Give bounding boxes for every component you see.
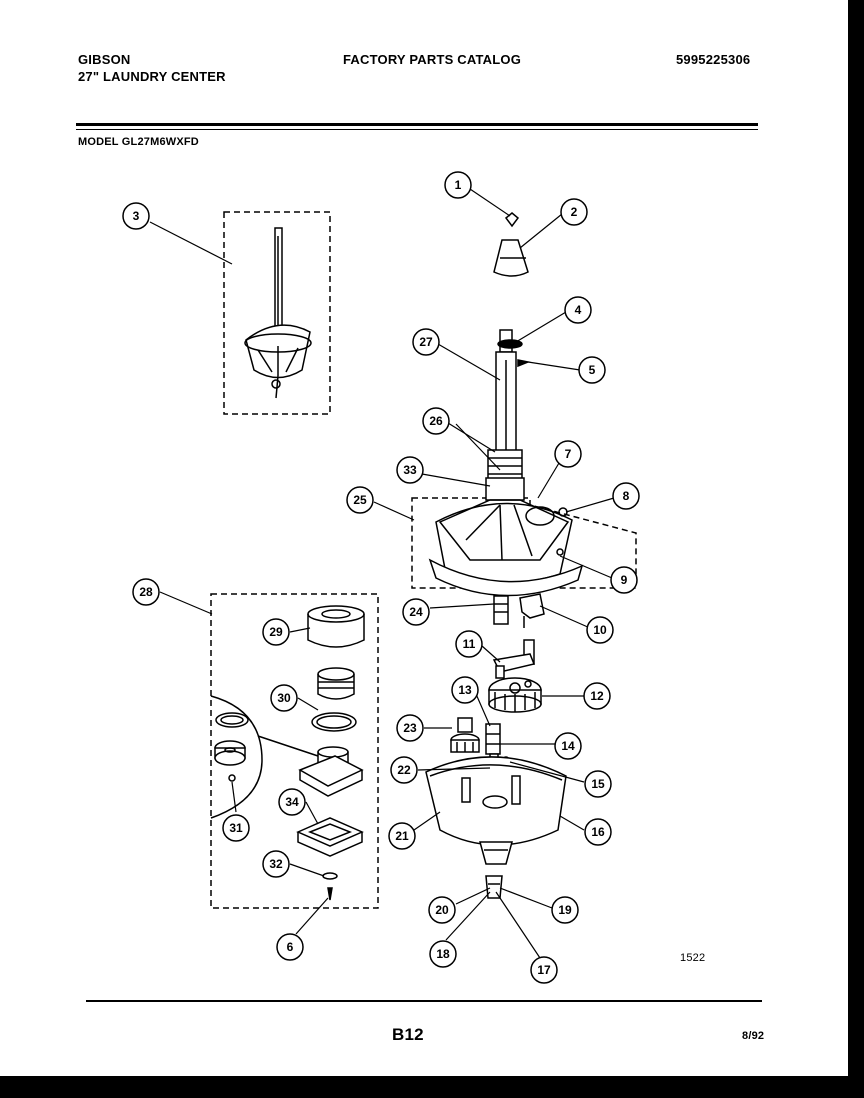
brand-name: GIBSON — [78, 52, 131, 67]
assembly-3-box — [223, 211, 331, 415]
date-code: 8/92 — [742, 1030, 765, 1042]
callout-32: 32 — [269, 857, 283, 871]
part-11-drawing — [492, 639, 536, 679]
callout-34: 34 — [285, 795, 299, 809]
header-rule-thick — [76, 123, 758, 126]
callout-4: 4 — [575, 303, 582, 317]
callout-20: 20 — [435, 903, 449, 917]
callout-23: 23 — [403, 721, 417, 735]
callout-16: 16 — [591, 825, 605, 839]
part-24-drawing — [493, 595, 509, 625]
callout-22: 22 — [397, 763, 411, 777]
assembly-25-box — [411, 497, 637, 589]
callout-26: 26 — [429, 414, 443, 428]
part-1-drawing — [504, 212, 520, 228]
callout-8: 8 — [623, 489, 630, 503]
detail-circle — [210, 695, 263, 819]
callout-14: 14 — [561, 739, 575, 753]
callout-18: 18 — [436, 947, 450, 961]
leader-lines — [149, 188, 615, 959]
catalog-number: 5995225306 — [676, 52, 751, 67]
figure-number: 1522 — [680, 952, 706, 964]
gearcase-drawing — [425, 756, 567, 865]
catalog-title: FACTORY PARTS CATALOG — [343, 52, 522, 67]
callout-circles — [122, 171, 640, 984]
part-23-drawing — [450, 717, 480, 753]
callout-27: 27 — [419, 335, 433, 349]
footer-rule — [86, 1000, 762, 1002]
callout-11: 11 — [463, 637, 476, 651]
callout-28: 28 — [139, 585, 153, 599]
callout-1: 1 — [455, 178, 462, 192]
assembly-28-box — [210, 593, 379, 909]
part-17-drawing — [485, 875, 503, 899]
part-34-drawing — [296, 817, 364, 857]
part-3-drawing — [244, 227, 312, 399]
product-name: 27" LAUNDRY CENTER — [78, 69, 226, 84]
callout-33: 33 — [403, 463, 417, 477]
callout-31: 31 — [229, 821, 243, 835]
transmission-cover-drawing — [428, 499, 584, 597]
callout-3: 3 — [133, 209, 140, 223]
callout-6: 6 — [287, 940, 294, 954]
callout-10: 10 — [593, 623, 607, 637]
callout-30: 30 — [277, 691, 291, 705]
callout-19: 19 — [558, 903, 572, 917]
callout-13: 13 — [458, 683, 472, 697]
callout-24: 24 — [409, 605, 423, 619]
callout-29: 29 — [269, 625, 283, 639]
page-number: B12 — [392, 1025, 424, 1044]
agitator-shaft-drawing — [485, 329, 531, 501]
part-29-drawing — [307, 605, 365, 648]
part-12-drawing — [488, 677, 542, 713]
bearing-drawing — [214, 740, 246, 766]
part-6-drawing — [327, 887, 333, 901]
part-32-drawing — [322, 872, 338, 880]
callout-labels: 1 2 3 4 5 6 7 8 9 10 11 12 13 14 15 16 1… — [133, 178, 630, 977]
callout-5: 5 — [589, 363, 596, 377]
part-10-drawing — [519, 593, 545, 619]
parts-catalog-page: GIBSON 27" LAUNDRY CENTER FACTORY PARTS … — [0, 0, 848, 1076]
model-number: MODEL GL27M6WXFD — [78, 136, 199, 148]
seal-assembly-drawing — [298, 746, 364, 797]
callout-9: 9 — [621, 573, 628, 587]
part-13-drawing — [485, 723, 501, 755]
callout-17: 17 — [537, 963, 551, 977]
part-31-drawing — [228, 774, 236, 782]
callout-2: 2 — [571, 205, 578, 219]
part-30-drawing — [311, 667, 357, 732]
callout-15: 15 — [591, 777, 605, 791]
callout-21: 21 — [395, 829, 409, 843]
header-rule-thin — [76, 129, 758, 130]
callout-25: 25 — [353, 493, 367, 507]
exploded-parts-diagram: 1 2 3 4 5 6 7 8 9 10 11 12 13 14 15 16 1… — [122, 171, 640, 984]
callout-12: 12 — [590, 689, 604, 703]
callout-7: 7 — [565, 447, 572, 461]
